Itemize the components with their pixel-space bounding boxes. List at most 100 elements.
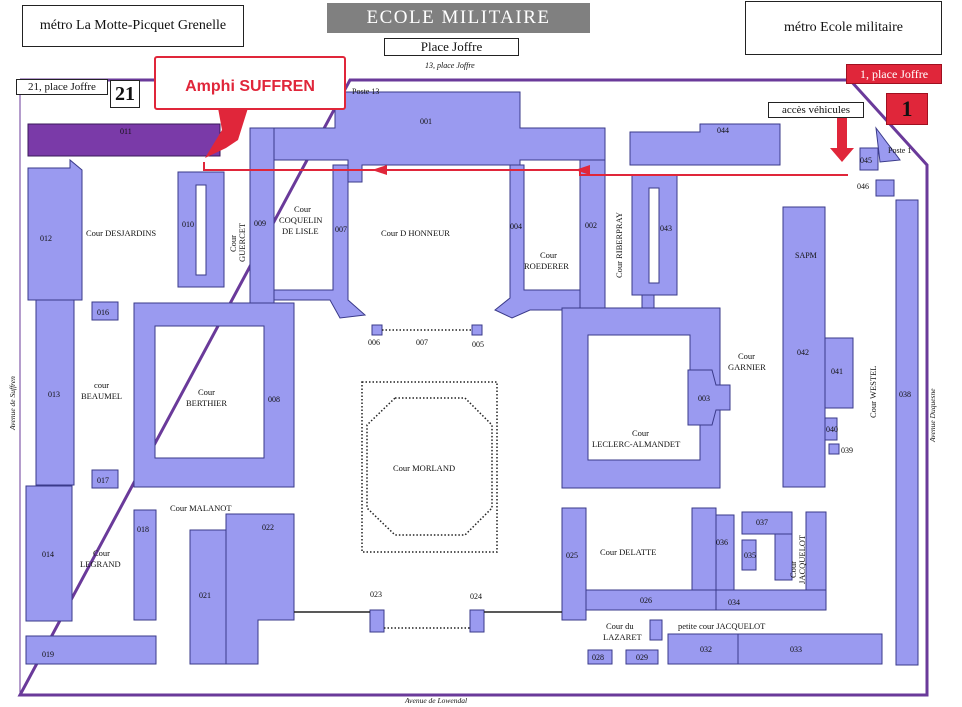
building-012[interactable] [27,158,83,301]
building-007-wing[interactable] [273,164,367,319]
label-cour-delatte: Cour DELATTE [600,547,656,557]
label-016: 016 [97,308,109,317]
vehicle-access-arrow [830,118,854,162]
label-cour-berthier-1: Cour [198,387,215,397]
label-025: 025 [566,551,578,560]
label-023: 023 [370,590,382,599]
label-poste-1: Poste 1 [888,146,911,155]
building-004-wing[interactable] [494,164,581,319]
building-044[interactable] [629,123,781,166]
label-cour-honneur: Cour D HONNEUR [381,228,450,238]
label-cour-guercet-1: Cour [228,235,238,252]
building-036[interactable] [691,507,717,591]
label-003: 003 [698,394,710,403]
metro-left-box: métro La Motte-Picquet Grenelle [22,5,244,47]
building-berthier[interactable] [133,302,295,488]
building-003[interactable] [687,369,731,426]
label-address-center: 13, place Joffre [425,61,475,70]
label-039: 039 [841,446,853,455]
label-cour-lazaret-2: LAZARET [603,632,643,642]
building-033[interactable] [737,633,883,665]
label-cour-desjardins: Cour DESJARDINS [86,228,156,238]
building-041[interactable] [824,337,854,409]
amphi-suffren-callout[interactable]: Amphi SUFFREN [154,56,346,110]
building-jacquelot[interactable] [805,511,827,591]
building-009[interactable] [249,127,275,309]
building-010-inner [195,184,207,276]
label-cour-legrand-1: Cour [93,548,110,558]
label-038: 038 [899,390,911,399]
building-017[interactable] [91,469,119,489]
building-021[interactable] [189,529,227,665]
building-038[interactable] [895,199,919,666]
label-cour-legrand-2: LEGRAND [80,559,121,569]
label-024: 024 [470,592,482,601]
label-033: 033 [790,645,802,654]
label-004: 004 [510,222,522,231]
label-poste-13: Poste 13 [352,87,379,96]
label-005: 005 [472,340,484,349]
building-011[interactable] [27,123,221,157]
building-019[interactable] [25,635,157,665]
building-025[interactable] [561,507,587,621]
label-017: 017 [97,476,109,485]
building-034[interactable] [715,589,827,611]
building-039[interactable] [828,443,840,455]
label-cour-westel: Cour WESTEL [868,366,878,419]
label-cour-leclerc-2: LECLERC-ALMANDET [592,439,681,449]
label-cour-garnier-1: Cour [738,351,755,361]
label-032: 032 [700,645,712,654]
building-036b[interactable] [715,514,735,591]
amphi-suffren-label: Amphi SUFFREN [185,78,315,95]
building-028[interactable] [587,649,613,665]
building-005[interactable] [471,324,483,336]
building-037[interactable] [741,511,793,535]
building-042[interactable] [782,206,826,488]
place-joffre-label: Place Joffre [420,39,483,54]
building-029[interactable] [625,649,659,665]
building-lazaret-block[interactable] [649,619,663,641]
building-024[interactable] [469,609,485,633]
page-title: ECOLE MILITAIRE [366,7,551,28]
label-cour-guercet-2: GUERCET [237,222,247,262]
address-right-label: 1, place Joffre [859,66,929,81]
building-046[interactable] [875,179,895,197]
label-012: 012 [40,234,52,243]
building-013[interactable] [35,299,75,486]
building-014[interactable] [25,485,73,622]
metro-right-box: métro Ecole militaire [745,1,942,55]
label-045: 045 [860,156,872,165]
building-022[interactable] [225,513,295,665]
callout-pointer [205,108,248,158]
label-008: 008 [268,395,280,404]
vehicle-access-box: accès véhicules [768,102,864,118]
building-006[interactable] [371,324,383,336]
address-left-label: 21, place Joffre [28,81,96,93]
building-045[interactable] [859,147,879,171]
label-009: 009 [254,219,266,228]
building-002[interactable] [579,159,606,311]
title-banner: ECOLE MILITAIRE [327,3,590,33]
label-002: 002 [585,221,597,230]
label-avenue-duquesne: Avenue Duquesne [928,388,937,443]
label-034: 034 [728,598,740,607]
building-032[interactable] [667,633,739,665]
building-040[interactable] [824,417,838,441]
label-021: 021 [199,591,211,600]
label-cour-morland: Cour MORLAND [393,463,455,473]
label-019: 019 [42,650,54,659]
route-arrow-1 [575,165,590,175]
metro-right-label: métro Ecole militaire [784,20,903,35]
label-cour-roederer-2: ROEDERER [524,261,569,271]
building-018[interactable] [133,509,157,621]
building-045b[interactable] [875,126,901,163]
place-joffre-box: Place Joffre [384,38,519,56]
label-029: 029 [636,653,648,662]
building-035[interactable] [741,539,757,571]
building-016[interactable] [91,301,119,321]
label-petite-cour-jacquelot: petite cour JACQUELOT [678,621,766,631]
label-014: 014 [42,550,54,559]
building-023[interactable] [369,609,385,633]
building-037b[interactable] [774,533,793,581]
